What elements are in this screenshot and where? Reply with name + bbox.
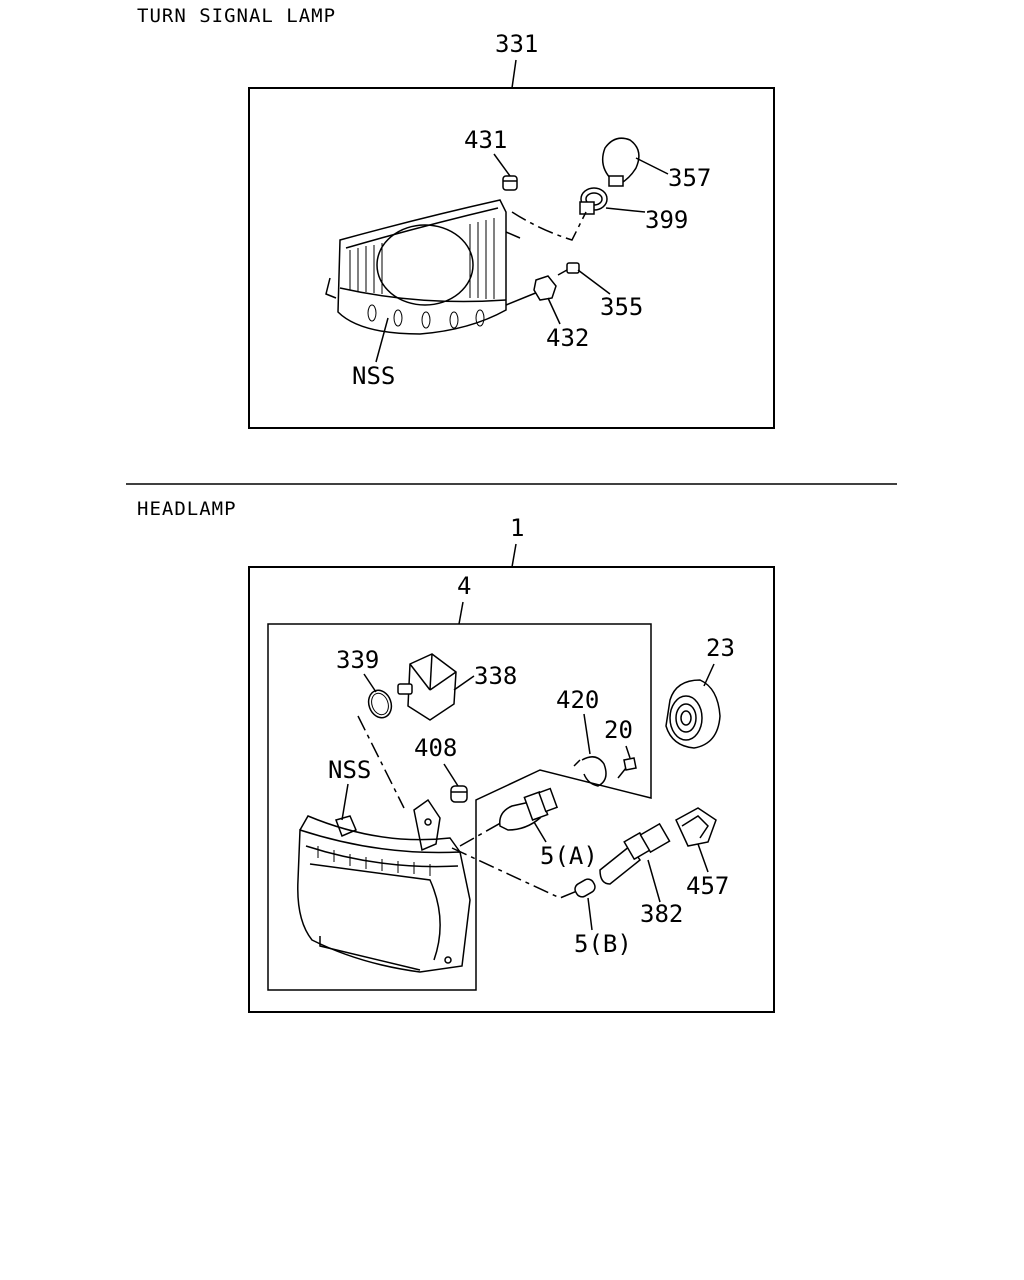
part-339-label: 339	[336, 646, 379, 674]
part-5b-leader	[587, 897, 593, 931]
part-382-leader	[647, 859, 661, 903]
turn-signal-title: TURN SIGNAL LAMP	[137, 5, 336, 27]
part-338-actuator	[397, 653, 457, 721]
turn-signal-assembly-line	[511, 211, 587, 241]
part-432-leader	[547, 297, 561, 325]
part-432-label: 432	[546, 324, 589, 352]
part-23-label: 23	[706, 634, 735, 662]
headlamp-sub-assembly-number: 4	[457, 572, 471, 600]
part-20-label: 20	[604, 716, 633, 744]
part-5a-label: 5(A)	[540, 842, 598, 870]
part-357-label: 357	[668, 164, 711, 192]
part-5a-bulb	[499, 787, 559, 831]
part-457-connector	[675, 807, 717, 847]
turn-signal-lens	[325, 199, 539, 335]
turn-signal-nss-leader	[375, 317, 389, 363]
part-20-leader	[625, 745, 631, 759]
headlamp-assembly-line-5a	[459, 811, 521, 847]
assembly-1-leader	[511, 543, 517, 568]
part-431-leader	[493, 153, 511, 177]
headlamp-nss-label: NSS	[328, 756, 371, 784]
part-408-leader	[443, 763, 459, 787]
headlamp-assembly-line-339	[357, 715, 405, 809]
part-420-clip	[573, 756, 607, 787]
part-355-screw	[557, 262, 580, 276]
part-432-clip	[533, 275, 557, 301]
part-399-label: 399	[645, 206, 688, 234]
headlamp-body	[297, 798, 471, 973]
turn-signal-nss-label: NSS	[352, 362, 395, 390]
sub-assembly-4-leader	[458, 601, 464, 625]
part-420-leader	[583, 713, 591, 755]
part-408-grommet	[450, 785, 468, 803]
headlamp-title: HEADLAMP	[137, 498, 237, 520]
part-338-label: 338	[474, 662, 517, 690]
turn-signal-assembly-box	[248, 87, 775, 429]
part-339-o-ring	[367, 689, 393, 719]
part-23-cap	[665, 679, 721, 749]
part-5b-label: 5(B)	[574, 930, 632, 958]
part-431-label: 431	[464, 126, 507, 154]
part-382-label: 382	[640, 900, 683, 928]
part-408-label: 408	[414, 734, 457, 762]
part-5a-leader	[533, 821, 547, 843]
headlamp-sub-assembly-outline	[267, 623, 652, 991]
headlamp-assembly-number: 1	[510, 514, 524, 542]
part-357-bulb	[601, 137, 640, 187]
part-420-label: 420	[556, 686, 599, 714]
part-431-grommet	[502, 175, 518, 191]
part-457-label: 457	[686, 872, 729, 900]
part-457-leader	[697, 843, 709, 873]
part-20-screw	[617, 757, 637, 779]
headlamp-section: HEADLAMP 1 4 339 338	[137, 498, 775, 1013]
part-338-leader	[453, 675, 475, 691]
part-5b-bulb	[574, 878, 596, 898]
part-399-leader	[605, 207, 646, 213]
assembly-331-leader	[511, 59, 517, 89]
turn-signal-section: TURN SIGNAL LAMP 331	[137, 5, 775, 429]
headlamp-nss-leader	[341, 783, 349, 821]
part-399-socket	[579, 187, 608, 215]
part-382-socket	[599, 822, 671, 885]
part-355-label: 355	[600, 293, 643, 321]
part-355-leader	[577, 269, 611, 295]
part-23-leader	[703, 663, 715, 687]
headlamp-assembly-box	[248, 566, 775, 1013]
part-357-leader	[635, 157, 669, 175]
part-339-leader	[363, 673, 377, 693]
turn-signal-assembly-number: 331	[495, 30, 538, 58]
